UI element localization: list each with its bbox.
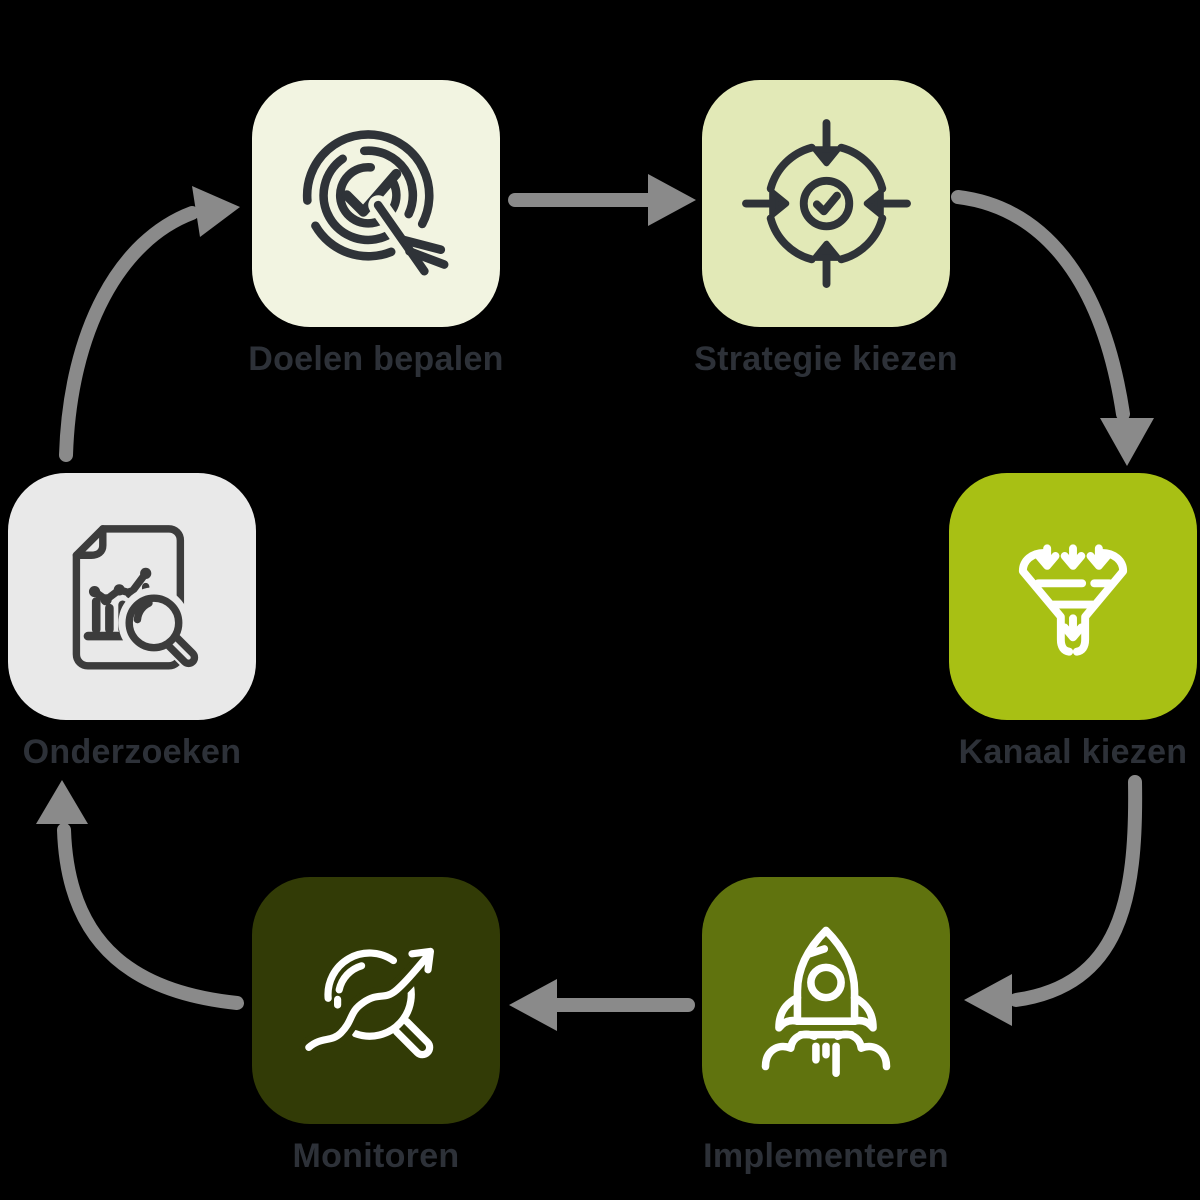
kanaal-kiezen-box — [949, 473, 1197, 720]
step-label-implementeren: Implementeren — [703, 1137, 949, 1175]
monitoren-box — [252, 877, 500, 1124]
step-label-strategie-kiezen: Strategie kiezen — [694, 340, 958, 378]
step-monitoren: Monitoren — [252, 877, 500, 1175]
step-doelen-bepalen: Doelen bepalen — [248, 80, 503, 378]
arrow-kanaal-to-implementeren — [964, 775, 1143, 1026]
implementeren-box — [702, 877, 950, 1124]
funnel-icon — [1018, 543, 1128, 656]
crosshair-arrows-icon — [741, 119, 911, 288]
step-kanaal-kiezen: Kanaal kiezen — [949, 473, 1197, 771]
step-label-onderzoeken: Onderzoeken — [22, 733, 242, 771]
document-analytics-icon — [72, 525, 200, 670]
rocket-launch-icon — [761, 926, 891, 1077]
strategie-kiezen-box — [702, 80, 950, 327]
target-check-icon — [302, 130, 448, 282]
step-strategie-kiezen: Strategie kiezen — [694, 80, 958, 378]
step-onderzoeken: Onderzoeken — [8, 473, 256, 771]
step-label-doelen-bepalen: Doelen bepalen — [248, 340, 504, 378]
arrow-onderzoeken-to-doelen — [59, 186, 240, 462]
arrow-doelen-to-strategie — [508, 174, 696, 226]
arrow-strategie-to-kanaal — [951, 190, 1154, 466]
step-label-monitoren: Monitoren — [292, 1137, 460, 1175]
doelen-bepalen-box — [252, 80, 500, 327]
step-label-kanaal-kiezen: Kanaal kiezen — [958, 733, 1188, 771]
onderzoeken-box — [8, 473, 256, 720]
step-implementeren: Implementeren — [702, 877, 950, 1175]
magnifier-trend-icon — [299, 944, 439, 1058]
arrow-implementeren-to-monitoren — [509, 979, 695, 1031]
arrow-monitoren-to-onderzoeken — [36, 780, 244, 1010]
